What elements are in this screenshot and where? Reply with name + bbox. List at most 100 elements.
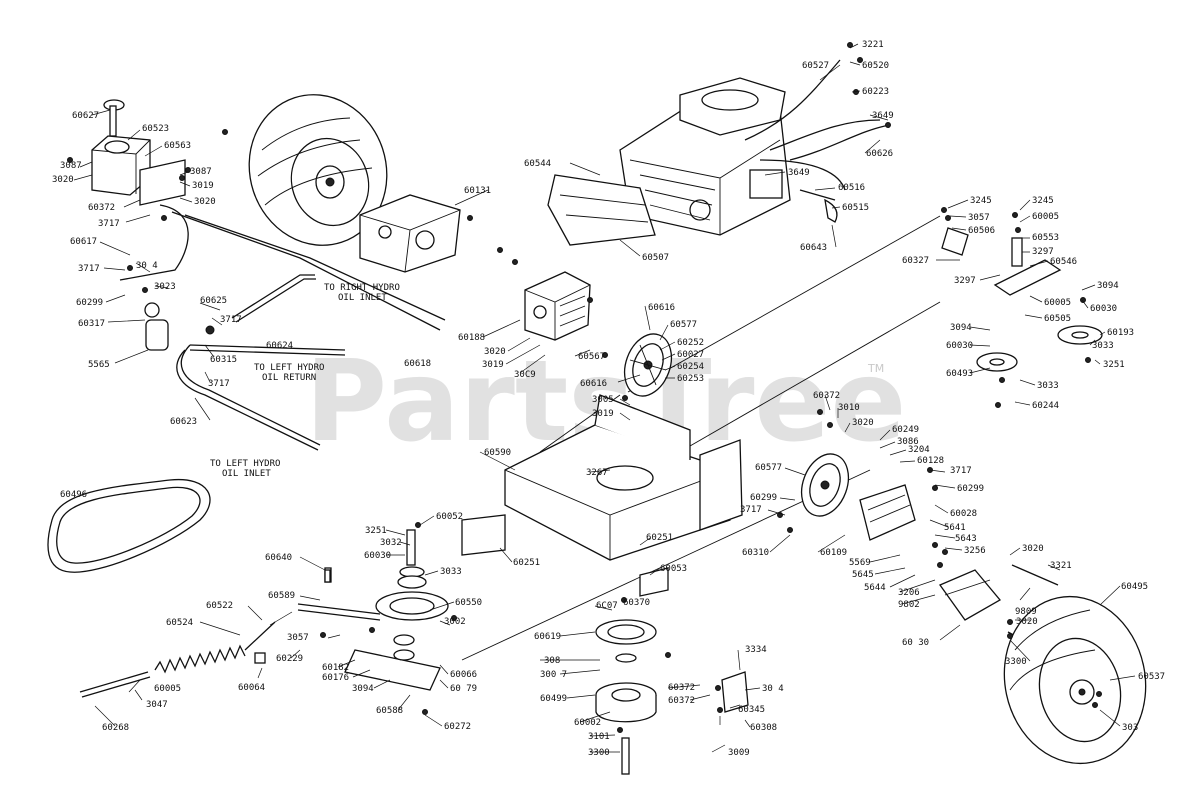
callout: 3094 (950, 323, 972, 333)
callout: 3094 (352, 684, 374, 694)
callout: 60616 (580, 379, 607, 389)
note-right-hydro-inlet-2: OIL INLET (338, 293, 387, 303)
callout: 3334 (745, 645, 767, 655)
callout: 3019 (592, 409, 614, 419)
callout: 60299 (957, 484, 984, 494)
callout: 60624 (266, 341, 293, 351)
callout: 60618 (404, 359, 431, 369)
callout: 60537 (1138, 672, 1165, 682)
callout: 60589 (268, 591, 295, 601)
callout: 3300 (588, 748, 610, 758)
callout: 60308 (750, 723, 777, 733)
callout: 9802 (898, 600, 920, 610)
callout: 60627 (72, 111, 99, 121)
callout: 3717 (950, 466, 972, 476)
callout: 60028 (950, 509, 977, 519)
callout: 60027 (677, 350, 704, 360)
pto-clutch (595, 619, 749, 775)
callout: 60544 (524, 159, 551, 169)
oil-reservoir (91, 99, 186, 206)
callout: 60643 (800, 243, 827, 253)
callout: 3020 (484, 347, 506, 357)
callout: 60005 (1044, 298, 1071, 308)
callout: 60030 (1090, 304, 1117, 314)
callout: 3300 (1005, 657, 1027, 667)
callout-labels: 60627 60523 60563 3087 3020 3087 3019 30… (52, 40, 1165, 758)
callout: 60188 (458, 333, 485, 343)
callout: 60315 (210, 355, 237, 365)
callout: 60527 (802, 61, 829, 71)
callout: 60005 (1032, 212, 1059, 222)
tension-spring (79, 569, 331, 698)
callout: 3057 (968, 213, 990, 223)
callout: 60299 (76, 298, 103, 308)
callout: 60193 (1107, 328, 1134, 338)
note-right-hydro-inlet-1: TO RIGHT HYDRO (324, 283, 400, 293)
callout: 3267 (586, 468, 608, 478)
callout: 60506 (968, 226, 995, 236)
callout: 3009 (728, 748, 750, 758)
callout: 3094 (1097, 281, 1119, 291)
callout: 3717 (740, 505, 762, 515)
callout: 3020 (52, 175, 74, 185)
callout: 3297 (954, 276, 976, 286)
hydraulic-hoses (119, 204, 446, 451)
callout: 5641 (944, 523, 966, 533)
callout: 60066 (450, 670, 477, 680)
callout: 9809 (1015, 607, 1037, 617)
callout: 30 4 (136, 261, 158, 271)
callout: 60505 (1044, 314, 1071, 324)
hardware-dots (67, 42, 1102, 733)
callout: 60577 (755, 463, 782, 473)
callout: 3087 (190, 167, 212, 177)
callout: 5569 (849, 558, 871, 568)
callout: 60182 (322, 663, 349, 673)
callout: 60128 (917, 456, 944, 466)
callout: 3251 (365, 526, 387, 536)
callout: 3717 (78, 264, 100, 274)
callout: 60249 (892, 425, 919, 435)
watermark-trademark: TM (867, 362, 884, 375)
callout: 60616 (648, 303, 675, 313)
callout: 60372 (813, 391, 840, 401)
callout: 30C9 (514, 370, 536, 380)
frame (461, 394, 743, 597)
callout: 60619 (534, 632, 561, 642)
callout: 60229 (276, 654, 303, 664)
callout: 3019 (482, 360, 504, 370)
idler-pulley-group (297, 529, 449, 691)
callout: 3206 (898, 588, 920, 598)
callout: 5645 (852, 570, 874, 580)
drive-belt (47, 478, 211, 573)
callout: 60002 (574, 718, 601, 728)
callout: 3087 (60, 161, 82, 171)
callout: 3020 (852, 418, 874, 428)
callout: 60588 (376, 706, 403, 716)
callout: 60 30 (902, 638, 929, 648)
callout: 3020 (1022, 544, 1044, 554)
reference-lines (461, 215, 941, 661)
callout: 3717 (208, 379, 230, 389)
callout: 60251 (646, 533, 673, 543)
hydro-transmission-right (800, 453, 1059, 653)
callout: 60495 (1121, 582, 1148, 592)
note-left-hydro-inlet-2: OIL INLET (222, 469, 271, 479)
callout: 60523 (142, 124, 169, 134)
callout: 60030 (946, 341, 973, 351)
callout: 303 (1122, 723, 1138, 733)
callout: 6C07 (596, 601, 618, 611)
callout: 3251 (1103, 360, 1125, 370)
callout: 60372 (668, 696, 695, 706)
callout: 3019 (192, 181, 214, 191)
callout: 300 7 (540, 670, 567, 680)
callout: 60567 (578, 352, 605, 362)
engine (547, 77, 791, 246)
callout: 60327 (902, 256, 929, 266)
callout: 60131 (464, 186, 491, 196)
callout: 60590 (484, 448, 511, 458)
callout: 60254 (677, 362, 704, 372)
callout: 3086 (897, 437, 919, 447)
callout: 60550 (455, 598, 482, 608)
callout: 60515 (842, 203, 869, 213)
idler-assembly-right (941, 227, 1103, 372)
